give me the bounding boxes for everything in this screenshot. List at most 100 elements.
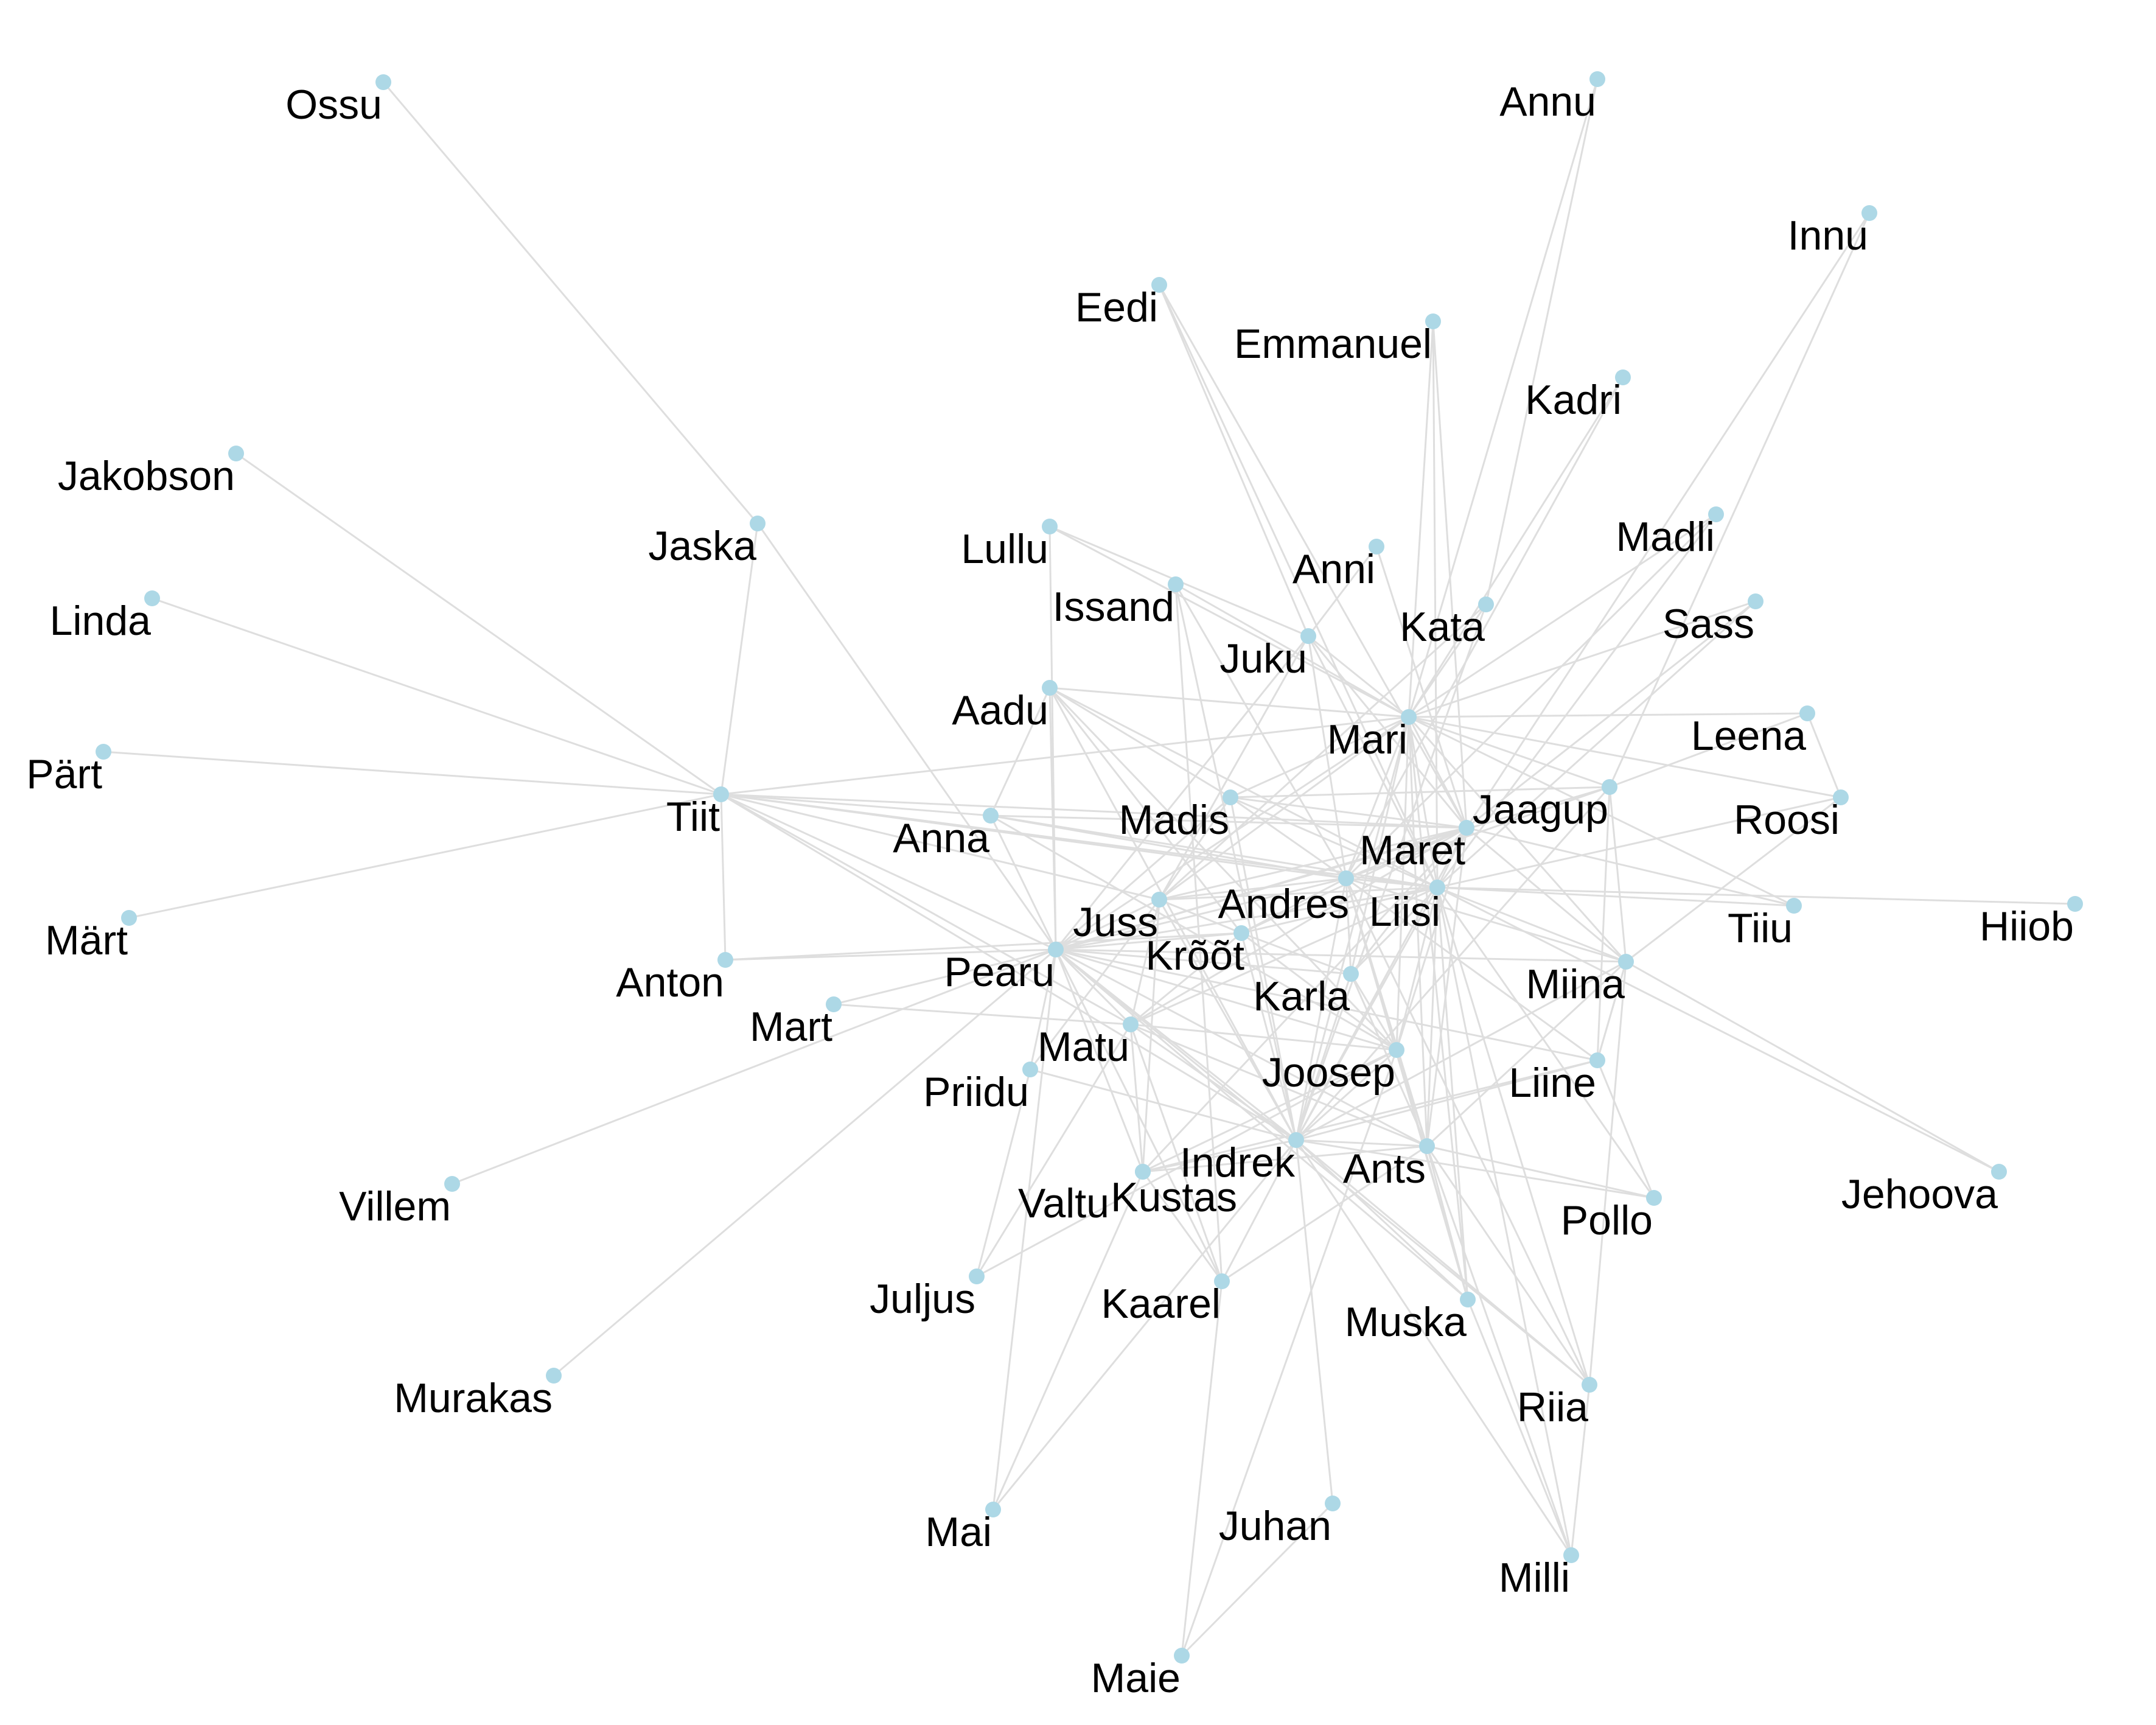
node-dot bbox=[1425, 313, 1441, 329]
node-label: Anni bbox=[1293, 546, 1375, 592]
edge-leena-roosi bbox=[1806, 713, 1842, 798]
node-emmanuel: Emmanuel bbox=[1234, 313, 1441, 367]
edge-roosi-liisi bbox=[1437, 796, 1841, 889]
edge-tiit-pearu bbox=[720, 793, 1056, 951]
node-label: Riia bbox=[1517, 1384, 1588, 1430]
edge-maie-juhan bbox=[1181, 1502, 1334, 1657]
node-label: Kata bbox=[1400, 604, 1485, 650]
edge-sass-mari bbox=[1408, 600, 1756, 718]
node-innu: Innu bbox=[1788, 205, 1877, 259]
edge-liine-indrek bbox=[1296, 1059, 1598, 1141]
node-label: Roosi bbox=[1734, 797, 1840, 843]
edge-eedi-juku bbox=[1158, 284, 1310, 637]
edge-liisi-juss bbox=[1159, 886, 1438, 901]
edge-emmanuel-mari bbox=[1408, 321, 1434, 718]
node-label: Jakobson bbox=[58, 453, 235, 499]
edge-indrek-kaarel bbox=[1221, 1139, 1297, 1282]
edge-emmanuel-liisi bbox=[1432, 321, 1439, 888]
node-dot bbox=[1582, 1377, 1597, 1393]
edge-juss-indrek bbox=[1158, 899, 1297, 1141]
node-label: Ossu bbox=[285, 82, 382, 128]
edge-mari-ants bbox=[1408, 716, 1428, 1147]
edge-madis-liisi bbox=[1230, 796, 1438, 889]
node-kaarel: Kaarel bbox=[1101, 1273, 1230, 1327]
node-priidu: Priidu bbox=[923, 1062, 1038, 1115]
node-dot bbox=[1615, 369, 1631, 385]
edge-anton-kroot bbox=[725, 932, 1242, 961]
edge-kroot-matu bbox=[1130, 932, 1242, 1026]
node-label: Linda bbox=[50, 598, 152, 644]
edge-maret-joosep bbox=[1395, 827, 1468, 1051]
node-dot bbox=[1343, 966, 1359, 982]
node-dot bbox=[983, 808, 999, 824]
node-dot bbox=[1589, 71, 1605, 87]
edge-liisi-riia bbox=[1436, 887, 1591, 1385]
edge-mart-matu bbox=[833, 1003, 1131, 1026]
node-label: Pärt bbox=[26, 751, 102, 797]
node-dot bbox=[1708, 506, 1724, 522]
edge-indrek-juhan bbox=[1295, 1139, 1334, 1504]
node-dot bbox=[1223, 789, 1238, 805]
node-dot bbox=[1833, 789, 1849, 805]
node-joosep: Joosep bbox=[1262, 1042, 1404, 1096]
node-dot bbox=[1460, 1292, 1476, 1307]
edge-tiit-mari bbox=[720, 716, 1409, 796]
edge-andres-riia bbox=[1345, 878, 1591, 1385]
edge-aadu-madis bbox=[1049, 687, 1231, 799]
edge-ants-milli bbox=[1426, 1146, 1572, 1556]
node-dot bbox=[1589, 1052, 1605, 1068]
edge-andres-miina bbox=[1345, 877, 1627, 963]
edge-andres-pearu bbox=[1055, 877, 1347, 951]
node-juljus: Juljus bbox=[870, 1268, 985, 1322]
node-jaagup: Jaagup bbox=[1473, 779, 1617, 833]
node-issand: Issand bbox=[1053, 576, 1184, 630]
edge-innu-jaagup bbox=[1608, 212, 1871, 788]
node-label: Anna bbox=[893, 815, 989, 861]
node-dot bbox=[1618, 954, 1634, 970]
edge-anna-pearu bbox=[989, 815, 1057, 950]
node-dot bbox=[1151, 892, 1167, 908]
node-dot bbox=[1799, 705, 1815, 721]
edge-madis-jaagup bbox=[1230, 786, 1610, 799]
edge-tiit-andres bbox=[720, 793, 1347, 880]
node-anni: Anni bbox=[1293, 539, 1384, 592]
edge-issand-andres bbox=[1174, 584, 1347, 879]
node-label: Juss bbox=[1073, 899, 1158, 945]
node-label: Eedi bbox=[1075, 284, 1158, 331]
edge-mart-tiit bbox=[128, 793, 722, 919]
node-muska: Muska bbox=[1345, 1292, 1476, 1345]
edge-andres-karla bbox=[1345, 878, 1352, 974]
node-pollo: Pollo bbox=[1561, 1190, 1662, 1244]
edge-liisi-muska bbox=[1436, 887, 1469, 1300]
edge-ants-pollo bbox=[1426, 1145, 1655, 1199]
node-miina: Miina bbox=[1526, 954, 1634, 1007]
node-label: Jaska bbox=[648, 523, 756, 569]
edge-miina-ants bbox=[1426, 960, 1627, 1147]
edge-ants-riia bbox=[1426, 1146, 1591, 1385]
edge-ants-kaarel bbox=[1221, 1145, 1428, 1282]
node-dot bbox=[1123, 1016, 1139, 1032]
node-label: Tiit bbox=[666, 794, 720, 840]
edge-juku-liisi bbox=[1307, 635, 1439, 888]
edge-liisi-milli bbox=[1436, 887, 1572, 1556]
edge-issand-indrek bbox=[1174, 584, 1297, 1141]
node-indrek: Indrek bbox=[1180, 1132, 1304, 1186]
edge-ossu-jaska bbox=[382, 82, 759, 524]
edge-liine-kustas bbox=[1142, 1059, 1598, 1173]
edge-anna-joosep bbox=[990, 814, 1397, 1051]
edge-juss-kustas bbox=[1142, 899, 1160, 1172]
edge-matu-ants bbox=[1130, 1023, 1428, 1147]
edge-matu-indrek bbox=[1130, 1023, 1297, 1141]
edge-liisi-joosep bbox=[1395, 887, 1439, 1051]
edge-kata-juss bbox=[1158, 603, 1487, 901]
node-dot bbox=[1168, 576, 1184, 592]
node-pearu: Pearu bbox=[944, 942, 1064, 995]
node-dot bbox=[969, 1268, 985, 1284]
node-andres: Andres bbox=[1218, 870, 1354, 927]
node-label: Karla bbox=[1253, 973, 1350, 1020]
edge-pearu-muska bbox=[1055, 948, 1468, 1301]
node-kadri: Kadri bbox=[1525, 369, 1631, 423]
edge-muska-milli bbox=[1467, 1299, 1572, 1556]
edge-madis-pearu bbox=[1055, 796, 1231, 951]
